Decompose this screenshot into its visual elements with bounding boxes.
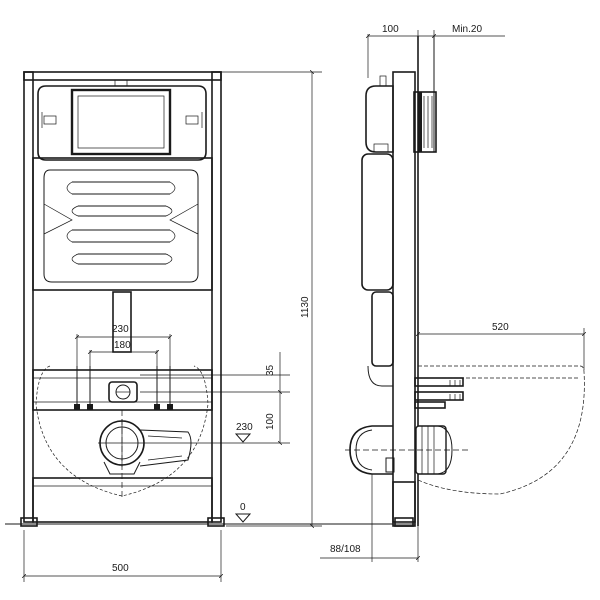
dim-offset-35: 35 — [265, 364, 276, 376]
lower-frame-box — [32, 477, 213, 523]
flush-inlet — [108, 381, 138, 403]
cistern-body — [32, 157, 213, 291]
dim-outlet-height: 230 — [236, 422, 253, 433]
flush-pipe-side — [371, 291, 394, 367]
flush-plate-side — [413, 91, 437, 153]
dim-bowl-projection: 520 — [492, 322, 509, 333]
dim-offset-100: 100 — [265, 413, 276, 430]
dim-bracket-spacing: 230 — [112, 324, 129, 335]
side-upright — [392, 71, 416, 523]
dim-inlet-spacing: 180 — [114, 340, 131, 351]
mounting-rail — [32, 369, 213, 411]
dim-outlet-depth: 88/108 — [330, 544, 361, 555]
dim-floor-level: 0 — [240, 502, 246, 513]
left-upright — [23, 71, 34, 523]
dim-min-gap: Min.20 — [452, 24, 482, 35]
top-crossbar — [23, 71, 222, 81]
front-view: 230 180 35 100 230 0 1130 500 — [5, 72, 330, 582]
cistern-upper — [37, 85, 207, 161]
cistern-side-body — [361, 153, 394, 291]
bowl-outline-side — [417, 365, 585, 495]
dim-depth-100: 100 — [382, 24, 399, 35]
cistern-side-upper — [365, 85, 394, 153]
threaded-rods — [74, 366, 173, 410]
side-view: 100 Min.20 520 88/108 — [320, 24, 584, 562]
dim-frame-height: 1130 — [300, 296, 311, 318]
left-level-mark — [43, 115, 57, 125]
dim-frame-width: 500 — [112, 563, 129, 574]
right-level-mark — [185, 115, 199, 125]
waste-elbow — [139, 429, 192, 467]
right-upright — [211, 71, 222, 523]
flush-plate-opening — [70, 88, 172, 156]
